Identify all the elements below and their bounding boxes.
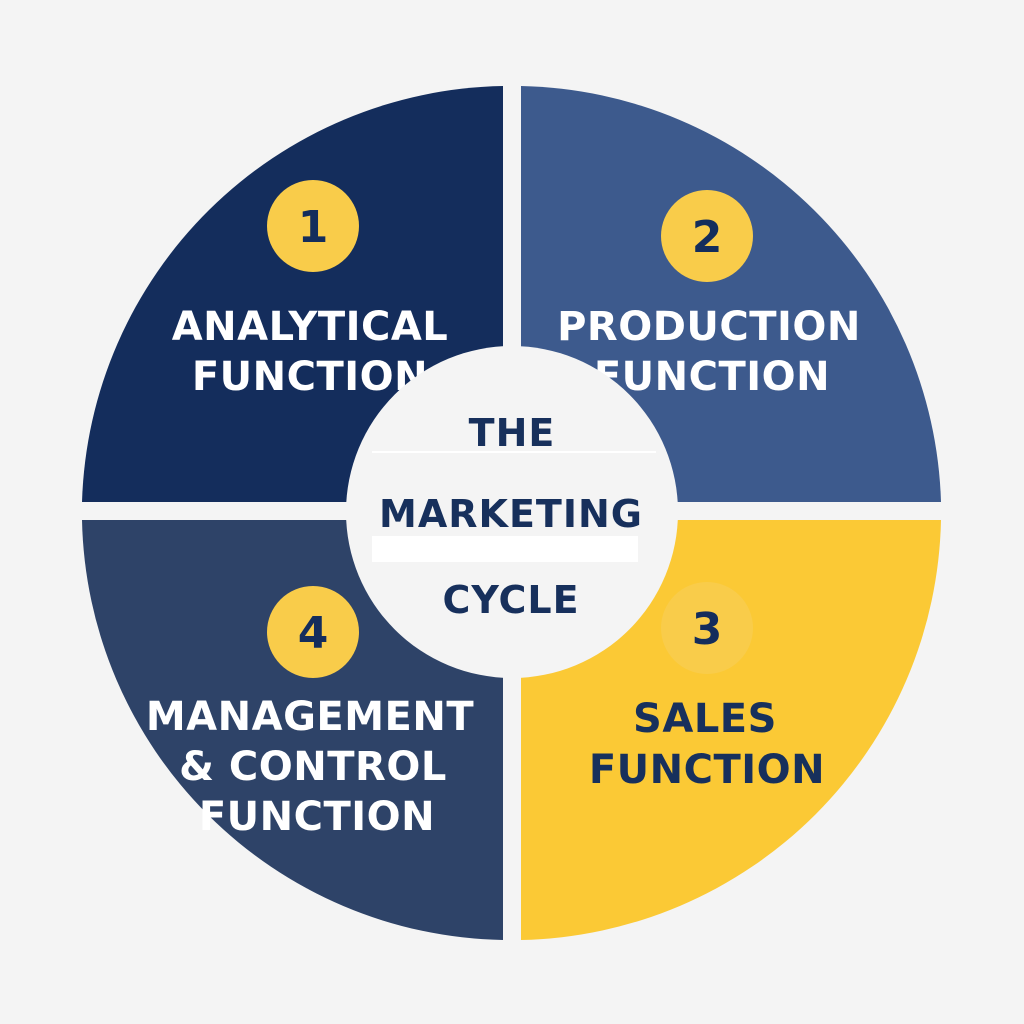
badge-1 — [267, 180, 359, 272]
center-title-line2: MARKETING — [379, 492, 643, 536]
center-title-line1: THE — [469, 411, 556, 455]
quadrant-1-title-line1: ANALYTICAL — [172, 304, 449, 350]
quadrant-2-title-line1: PRODUCTION — [557, 304, 861, 350]
quadrant-4-title-line1: MANAGEMENT — [146, 694, 474, 740]
badge-1-number: 1 — [298, 202, 329, 253]
badge-4 — [267, 586, 359, 678]
quadrant-2-title-line2: FUNCTION — [594, 354, 830, 400]
center-highlight-bar — [372, 536, 638, 562]
badge-3-number: 3 — [692, 604, 723, 655]
badge-2 — [661, 190, 753, 282]
center-hub: THE MARKETING CYCLE — [346, 346, 678, 678]
quadrant-1-title-line2: FUNCTION — [192, 354, 428, 400]
badge-2-number: 2 — [692, 212, 723, 263]
badge-4-number: 4 — [298, 608, 329, 659]
quadrant-4-title-line3: FUNCTION — [199, 794, 435, 840]
badge-3 — [661, 582, 753, 674]
center-circle — [346, 346, 678, 678]
quadrant-4-title-line2: & CONTROL — [179, 744, 447, 790]
quadrant-3-title-line2: FUNCTION — [589, 747, 825, 793]
center-title-line3: CYCLE — [442, 578, 579, 622]
quadrant-3-title-line1: SALES — [633, 696, 777, 742]
